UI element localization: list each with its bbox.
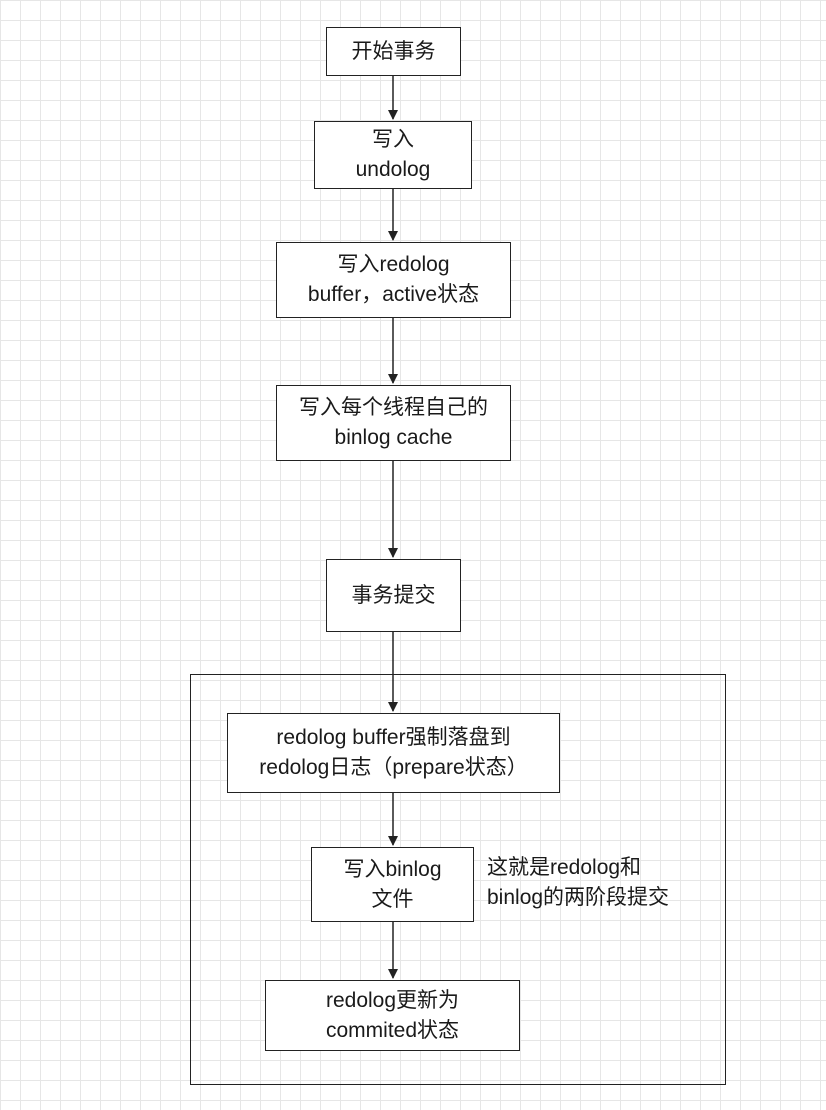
node-write-undolog: 写入 undolog <box>314 121 472 189</box>
node-write-binlog-file: 写入binlog 文件 <box>311 847 474 922</box>
node-redolog-prepare: redolog buffer强制落盘到 redolog日志（prepare状态） <box>227 713 560 793</box>
two-phase-commit-note: 这就是redolog和 binlog的两阶段提交 <box>487 856 670 909</box>
node-redolog-committed: redolog更新为 commited状态 <box>265 980 520 1051</box>
node-write-binlog-cache: 写入每个线程自己的 binlog cache <box>276 385 511 461</box>
node-commit-transaction: 事务提交 <box>326 559 461 632</box>
node-write-redolog-buffer: 写入redolog buffer，active状态 <box>276 242 511 318</box>
two-phase-commit-group <box>190 674 726 1085</box>
node-start-transaction: 开始事务 <box>326 27 461 76</box>
